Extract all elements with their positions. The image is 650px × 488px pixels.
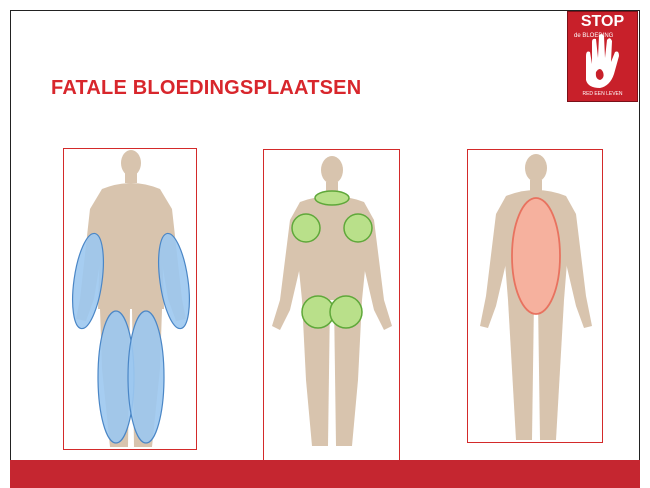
figure-junctional-panel <box>263 149 400 461</box>
body-figure-limbs <box>64 149 198 451</box>
torso-bleeding-zone <box>512 198 560 314</box>
stop-the-bleed-logo: STOP de BLOEDING RED EEN LEVEN <box>567 11 638 102</box>
body-figure-torso <box>468 150 604 444</box>
slide-title: FATALE BLOEDINGSPLAATSEN <box>51 77 361 100</box>
footer-bar <box>10 460 640 488</box>
logo-tagline: RED EEN LEVEN <box>568 92 637 97</box>
logo-stop-text: STOP <box>568 14 637 30</box>
figure-torso-panel <box>467 149 603 443</box>
figure-limbs-panel <box>63 148 197 450</box>
logo-subtitle: de BLOEDING <box>574 33 613 39</box>
body-figure-junctional <box>264 150 401 462</box>
